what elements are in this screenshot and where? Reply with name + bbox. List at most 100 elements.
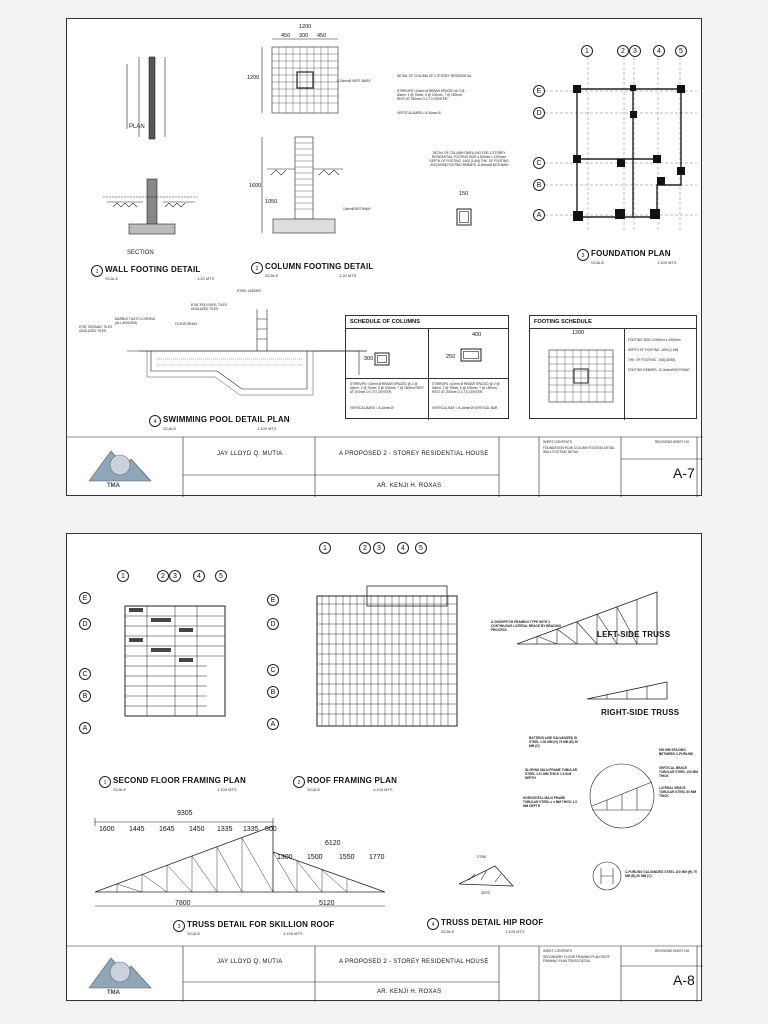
col2-stirrups: STIRRUPS =10mm Ø REBAR SPACED @ 2 @ 50mm… — [432, 382, 500, 394]
footing-schedule-title: FOOTING SCHEDULE — [534, 319, 592, 325]
dim-1335-b: 1335 — [243, 826, 259, 833]
sloping-frame-note: SLOPING MA-N FRAME TUBULAR STEEL 1.5 I.M… — [525, 768, 578, 780]
foundation-plan-detail-number: 3 — [577, 249, 589, 261]
sheet-a7-drawings — [67, 38, 703, 497]
c-purlins-note: C-PURLINS GALVANIZED STEEL 100 MM (H) 75… — [625, 870, 697, 878]
lateral-brace-note: LATERAL BRACE TUBULAR STEEL 50 MM THICK — [659, 786, 697, 798]
wall-footing-title: WALL FOOTING DETAIL — [105, 265, 201, 274]
footing-size: FOOTING SIZE=1200mm x 1200mm — [628, 338, 681, 342]
dim-7800: 7800 — [175, 900, 191, 907]
col1-vertical: VERTICAL BARS = 8-16mm Ø — [350, 406, 394, 410]
dim-6120: 6120 — [325, 840, 341, 847]
dim-1645: 1645 — [159, 826, 175, 833]
skillion-scale: SCALE — [187, 931, 201, 936]
vertical-brace-note: VERTICAL BRACE TUBULAR STEEL 100 MM THIC… — [659, 766, 698, 778]
foundation-plan-scale: SCALE — [591, 260, 605, 265]
column-footing-title: COLUMN FOOTING DETAIL — [265, 262, 374, 271]
second-floor-scale: SCALE — [113, 787, 127, 792]
sf-grid-bubble-4: 4 — [193, 570, 205, 582]
dim-1600: 1600 — [249, 183, 262, 189]
dim-300: 300 — [299, 33, 309, 39]
dim-1200-side: 1200 — [247, 75, 260, 81]
left-truss-title: LEFT-SIDE TRUSS — [597, 630, 671, 639]
revisions-label-a7: REVISIONS — [655, 440, 673, 444]
sf-grid-bubble-1: 1 — [117, 570, 129, 582]
sheet-contents-label-a8: SHEET CONTENTS — [543, 949, 572, 953]
sheet-a8: 1 2 3 4 5 E D C B A 1 2 3 4 5 E D C B A … — [66, 533, 703, 1002]
project-name-a7: A PROPOSED 2 - STOREY RESIDENTIAL HOUSE — [339, 451, 489, 457]
rf-grid-bubble-a: A — [267, 718, 279, 730]
schedule-of-columns-title: SCHEDULE OF COLUMNS — [350, 319, 420, 325]
horizontal-frame-note: HORIZONTAL MA-N FRAME TUBULAR STEEL x x … — [523, 796, 577, 808]
column-footing-scale: SCALE — [265, 273, 279, 278]
dim-2790: 2790 — [477, 854, 486, 859]
footing-schedule-dim: 1200 — [572, 330, 585, 336]
dim-1300: 1300 — [277, 854, 293, 861]
footing-schedule: FOOTING SCHEDULE 1200 FOOTING SIZE=1200m… — [529, 315, 697, 420]
vert-bars-note: 8-16mmØ VERT. BARS — [337, 79, 371, 83]
col2-dim-400: 400 — [472, 332, 482, 338]
col1-dim-300: 300 — [364, 356, 374, 362]
ceramic-tiles-label: 8"X8" CERAMIC TILES UNGLAZED TILES — [79, 325, 113, 333]
hip-scale: SCALE — [441, 929, 455, 934]
footing-thickness: THK. OF FOOTING - 300[.300M] — [628, 358, 675, 362]
grid-bubble-3: 3 — [629, 45, 641, 57]
dim-450-a: 450 — [281, 33, 291, 39]
pool-detail-number: 4 — [149, 415, 161, 427]
rf-grid-bubble-2: 2 — [359, 542, 371, 554]
dim-1050: 1050 — [265, 199, 278, 205]
footing-rebars: FOOTING REBARS - 8-16mmØ BOTHWAY — [628, 368, 691, 372]
second-floor-detail-number: 1 — [99, 776, 111, 788]
rf-grid-bubble-c: C — [267, 664, 279, 676]
skillion-ratio: 1:100 MTS — [283, 931, 303, 936]
sf-grid-bubble-e: E — [79, 592, 91, 604]
grid-bubble-1: 1 — [581, 45, 593, 57]
pool-detail-title: SWIMMING POOL DETAIL PLAN — [163, 415, 290, 424]
dim-9305: 9305 — [177, 810, 193, 817]
grid-bubble-e: E — [533, 85, 545, 97]
dim-2570: 2570 — [481, 890, 490, 895]
architect-a7: AR. KENJI H. ROXAS — [377, 483, 442, 489]
grid-bubble-4: 4 — [653, 45, 665, 57]
logo-a8: TMA — [107, 990, 120, 996]
marble-tiles-label: MARBLE TILES FLOORING (ALL AROUND) — [115, 317, 156, 325]
wall-footing-ratio: 1:20 MTS — [197, 276, 215, 281]
column-detail-note: DETAIL OF COLUMN OF 2-STOREY RESIDENTIAL — [397, 74, 472, 78]
column-footing-detail-number: 2 — [251, 262, 263, 274]
rf-grid-bubble-e: E — [267, 594, 279, 606]
rf-grid-bubble-4: 4 — [397, 542, 409, 554]
skillion-title: TRUSS DETAIL FOR SKILLION ROOF — [187, 920, 335, 929]
logo-a7: TMA — [107, 483, 120, 489]
rf-grid-bubble-b: B — [267, 686, 279, 698]
spacing-note: 600 MM SPACING BETWEEN C-PURLINS — [659, 748, 694, 756]
sf-grid-bubble-a: A — [79, 722, 91, 734]
column-footing-ratio: 1:20 MTS — [339, 273, 357, 278]
dim-450-b: 450 — [317, 33, 327, 39]
rf-grid-bubble-5: 5 — [415, 542, 427, 554]
col2-vertical: VERTICAL BAR = 8-16mm Ø VERTICAL BAR — [432, 406, 498, 410]
dim-1500: 1500 — [307, 854, 323, 861]
plan-label: PLAN — [129, 124, 145, 130]
roof-framing-detail-number: 2 — [293, 776, 305, 788]
polyvinyl-tiles-label: 8"X8" POLYVINYL TILES UNGLAZED TILES — [191, 303, 227, 311]
footing-depth: DEPTH OF FOOTING -1600 [1.6M] — [628, 348, 679, 352]
sf-grid-bubble-2: 2 — [157, 570, 169, 582]
battens-note: BATTENS LINE GALVANIZED ID STEEL 1.00 MM… — [529, 736, 579, 748]
stirrups-note: STIRRUPS =10mm Ø REBAR SPACED @ 2 @ 50mm… — [397, 89, 465, 101]
dim-5120: 5120 — [319, 900, 335, 907]
sf-grid-bubble-3: 3 — [169, 570, 181, 582]
right-truss-title: RIGHT-SIDE TRUSS — [601, 708, 680, 717]
sheet-a8-drawings — [67, 585, 703, 1002]
col2-dim-250: 250 — [446, 354, 456, 360]
sheet-no-label-a8: SHEET NO. — [673, 949, 691, 953]
section-label: SECTION — [127, 250, 154, 256]
sheet-a7: PLAN SECTION WALL FOOTING DETAIL SCALE 1… — [66, 18, 703, 497]
dim-150: 150 — [459, 191, 469, 197]
grid-bubble-a: A — [533, 209, 545, 221]
col1-stirrups: STIRRUPS =10mm Ø REBAR SPACED @ 2 @ 50mm… — [350, 382, 424, 394]
grid-bubble-2: 2 — [617, 45, 629, 57]
floor-drain-label: FLOOR DRAIN — [175, 322, 197, 326]
schedule-of-columns: SCHEDULE OF COLUMNS 300 400 250 STIRRUPS… — [345, 315, 509, 420]
roof-framing-scale: SCALE — [307, 787, 321, 792]
sheet-number-a7: A-7 — [673, 465, 695, 481]
